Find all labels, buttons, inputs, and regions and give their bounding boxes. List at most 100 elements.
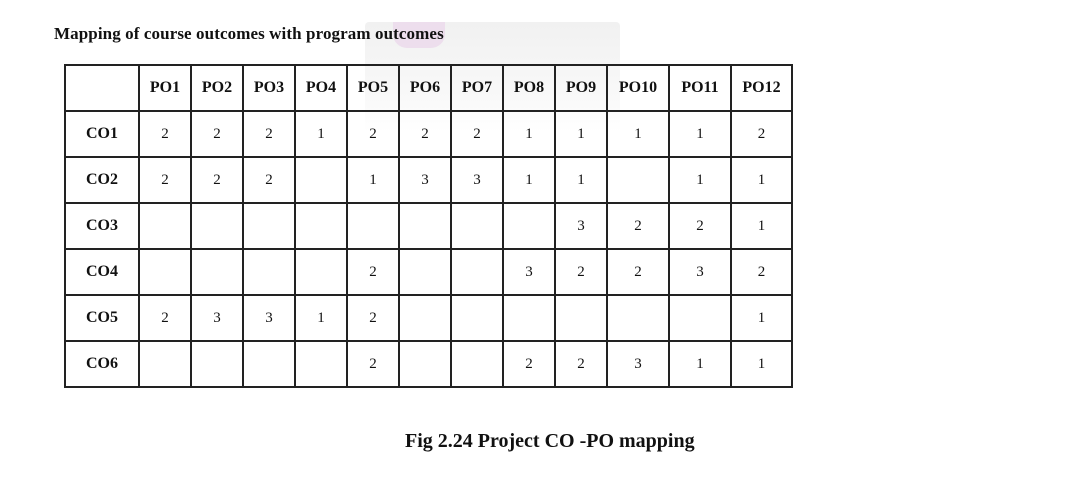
mapping-cell: 2 — [606, 202, 670, 250]
column-header: PO7 — [450, 64, 504, 112]
mapping-cell — [502, 294, 556, 342]
column-header: PO9 — [554, 64, 608, 112]
mapping-cell: 1 — [346, 156, 400, 204]
co-po-mapping-table: PO1 PO2 PO3 PO4 PO5 PO6 PO7 PO8 PO9 PO10… — [64, 64, 793, 388]
mapping-cell: 1 — [668, 156, 732, 204]
table-corner-cell — [64, 64, 140, 112]
mapping-cell — [138, 248, 192, 296]
mapping-cell — [554, 294, 608, 342]
mapping-cell: 2 — [730, 110, 793, 158]
mapping-cell — [398, 294, 452, 342]
mapping-cell: 2 — [242, 110, 296, 158]
mapping-cell: 3 — [502, 248, 556, 296]
mapping-cell: 3 — [450, 156, 504, 204]
mapping-cell — [606, 294, 670, 342]
column-header: PO6 — [398, 64, 452, 112]
mapping-cell: 2 — [502, 340, 556, 388]
mapping-cell: 2 — [138, 294, 192, 342]
mapping-cell: 1 — [730, 294, 793, 342]
mapping-cell — [398, 202, 452, 250]
mapping-cell: 2 — [138, 156, 192, 204]
mapping-cell: 3 — [606, 340, 670, 388]
column-header: PO11 — [668, 64, 732, 112]
mapping-cell: 2 — [346, 110, 400, 158]
mapping-cell: 3 — [242, 294, 296, 342]
mapping-cell: 1 — [606, 110, 670, 158]
mapping-cell: 3 — [190, 294, 244, 342]
column-header: PO1 — [138, 64, 192, 112]
mapping-cell: 2 — [346, 248, 400, 296]
mapping-cell: 1 — [730, 202, 793, 250]
mapping-cell — [294, 202, 348, 250]
mapping-cell: 2 — [730, 248, 793, 296]
row-header: CO3 — [64, 202, 140, 250]
mapping-cell — [138, 202, 192, 250]
mapping-cell: 2 — [346, 294, 400, 342]
mapping-cell: 1 — [730, 340, 793, 388]
mapping-cell: 3 — [554, 202, 608, 250]
mapping-cell: 2 — [398, 110, 452, 158]
mapping-cell: 1 — [554, 110, 608, 158]
mapping-cell: 1 — [668, 110, 732, 158]
mapping-cell — [450, 340, 504, 388]
mapping-cell: 1 — [502, 110, 556, 158]
mapping-cell — [138, 340, 192, 388]
row-header: CO4 — [64, 248, 140, 296]
mapping-cell: 2 — [554, 248, 608, 296]
mapping-cell: 1 — [294, 294, 348, 342]
column-header: PO4 — [294, 64, 348, 112]
mapping-cell — [190, 248, 244, 296]
mapping-cell — [242, 340, 296, 388]
mapping-cell: 2 — [450, 110, 504, 158]
column-header: PO8 — [502, 64, 556, 112]
mapping-cell — [450, 202, 504, 250]
mapping-cell: 1 — [502, 156, 556, 204]
mapping-cell — [294, 340, 348, 388]
column-header: PO5 — [346, 64, 400, 112]
mapping-cell: 2 — [346, 340, 400, 388]
watermark-ribbon — [393, 22, 445, 48]
mapping-cell: 2 — [554, 340, 608, 388]
mapping-cell — [294, 248, 348, 296]
mapping-cell — [346, 202, 400, 250]
mapping-cell — [242, 248, 296, 296]
mapping-cell — [450, 248, 504, 296]
column-header: PO10 — [606, 64, 670, 112]
mapping-cell: 2 — [668, 202, 732, 250]
mapping-cell — [398, 340, 452, 388]
row-header: CO6 — [64, 340, 140, 388]
mapping-cell: 2 — [242, 156, 296, 204]
mapping-cell: 2 — [606, 248, 670, 296]
mapping-cell: 3 — [398, 156, 452, 204]
row-header: CO5 — [64, 294, 140, 342]
mapping-cell: 1 — [294, 110, 348, 158]
table-header-row: PO1 PO2 PO3 PO4 PO5 PO6 PO7 PO8 PO9 PO10… — [64, 64, 793, 112]
mapping-cell — [294, 156, 348, 204]
mapping-cell — [668, 294, 732, 342]
mapping-cell — [450, 294, 504, 342]
mapping-cell — [190, 202, 244, 250]
mapping-cell: 3 — [668, 248, 732, 296]
mapping-cell: 1 — [730, 156, 793, 204]
column-header: PO3 — [242, 64, 296, 112]
mapping-cell: 1 — [668, 340, 732, 388]
row-header: CO1 — [64, 110, 140, 158]
column-header: PO2 — [190, 64, 244, 112]
mapping-cell — [242, 202, 296, 250]
figure-caption: Fig 2.24 Project CO -PO mapping — [405, 430, 695, 452]
mapping-cell — [190, 340, 244, 388]
page-heading: Mapping of course outcomes with program … — [54, 24, 444, 43]
column-header: PO12 — [730, 64, 793, 112]
mapping-cell — [398, 248, 452, 296]
mapping-cell: 2 — [138, 110, 192, 158]
mapping-cell: 1 — [554, 156, 608, 204]
row-header: CO2 — [64, 156, 140, 204]
mapping-cell: 2 — [190, 110, 244, 158]
